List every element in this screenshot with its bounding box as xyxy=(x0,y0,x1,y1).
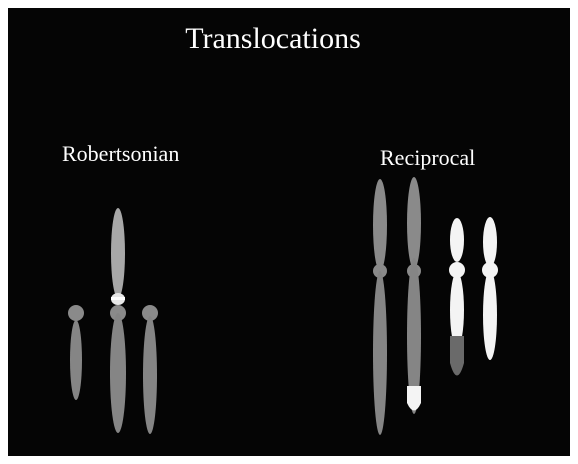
robertsonian-chromosome-large xyxy=(142,305,158,434)
slide-panel: Translocations Robertsonian Reciprocal xyxy=(8,8,570,456)
reciprocal-chromosome-gray-derivative xyxy=(407,177,421,414)
robertsonian-fused-chromosome xyxy=(110,208,126,433)
reciprocal-chromosome-white-derivative xyxy=(449,218,465,376)
chromosome-diagram xyxy=(8,8,570,456)
robertsonian-chromosome-small xyxy=(68,305,84,400)
reciprocal-chromosome-gray-normal xyxy=(373,179,387,435)
reciprocal-chromosome-white-normal xyxy=(482,217,498,360)
